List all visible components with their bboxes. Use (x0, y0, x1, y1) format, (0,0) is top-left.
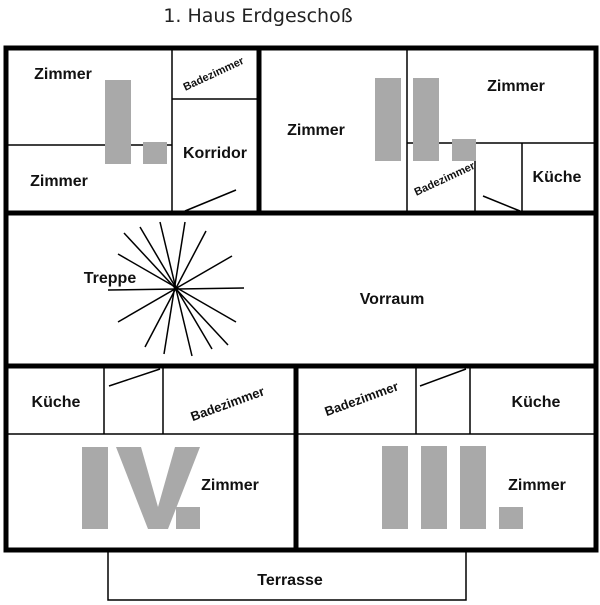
terrace-outline (107, 549, 467, 601)
apt2-numeral (375, 78, 476, 161)
vorraum-label: Vorraum (360, 291, 425, 308)
apt3-zimmer-label: Zimmer (508, 477, 566, 494)
apt4-zimmer-label: Zimmer (201, 477, 259, 494)
apt1-korridor-label: Korridor (183, 145, 247, 162)
plan-title: 1. Haus Erdgeschoß (163, 5, 352, 27)
apt2-badezimmer-label: Badezimmer (413, 160, 478, 199)
apt3-kueche-label: Küche (512, 394, 561, 411)
stairs-symbol (107, 221, 245, 357)
apt1-zimmer-bottom-label: Zimmer (30, 173, 88, 190)
treppe-label: Treppe (84, 270, 137, 287)
apt2-zimmer-right-label: Zimmer (487, 78, 545, 95)
apt4-numeral (82, 447, 200, 529)
apt2-kueche-label: Küche (533, 169, 582, 186)
apt3-numeral (382, 446, 523, 529)
terrasse-label: Terrasse (257, 572, 323, 589)
apt1-badezimmer-label: Badezimmer (182, 55, 247, 94)
apt2-zimmer-left-label: Zimmer (287, 122, 345, 139)
apt4-badezimmer-label: Badezimmer (189, 384, 267, 425)
apt4-walls (6, 368, 296, 435)
apt1-zimmer-top-label: Zimmer (34, 66, 92, 83)
apt3-walls (298, 368, 596, 435)
apt1-numeral (105, 80, 167, 164)
apt3-badezimmer-label: Badezimmer (323, 379, 401, 420)
apt4-kueche-label: Küche (32, 394, 81, 411)
